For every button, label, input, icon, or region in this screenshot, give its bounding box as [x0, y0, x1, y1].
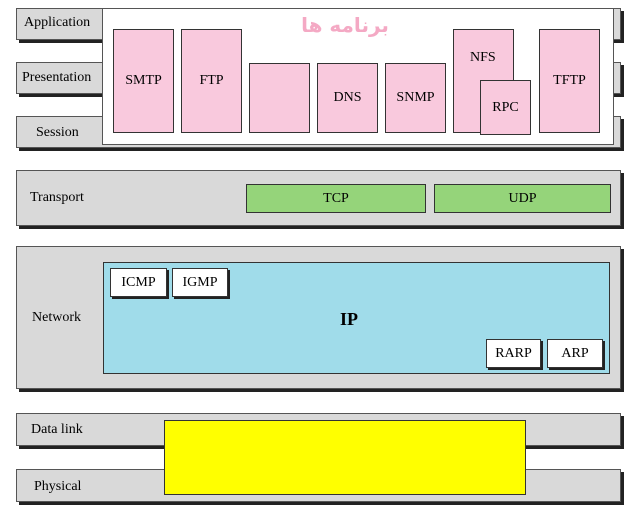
igmp-box: IGMP	[172, 268, 228, 297]
application-programs-title: برنامه ها	[301, 13, 389, 37]
network-layer-label: Network	[32, 310, 81, 325]
blank-protocol-box	[249, 63, 310, 133]
ftp-box: FTP	[181, 29, 242, 133]
application-layer-label: Application	[24, 15, 91, 30]
data-link-layer-label: Data link	[31, 422, 83, 437]
arp-box: ARP	[547, 339, 603, 368]
tcp-box: TCP	[246, 184, 426, 213]
physical-layer-label: Physical	[34, 479, 82, 494]
dns-box: DNS	[317, 63, 378, 133]
rarp-box: RARP	[486, 339, 541, 368]
smtp-box: SMTP	[113, 29, 174, 133]
rpc-box: RPC	[480, 80, 531, 135]
icmp-box: ICMP	[110, 268, 167, 297]
ip-label: IP	[340, 309, 358, 329]
session-layer-label: Session	[36, 125, 79, 140]
presentation-layer-label: Presentation	[22, 70, 92, 85]
udp-box: UDP	[434, 184, 611, 213]
tftp-box: TFTP	[539, 29, 600, 133]
transport-layer-label: Transport	[30, 190, 84, 205]
snmp-box: SNMP	[385, 63, 446, 133]
link-physical-area	[164, 420, 526, 495]
